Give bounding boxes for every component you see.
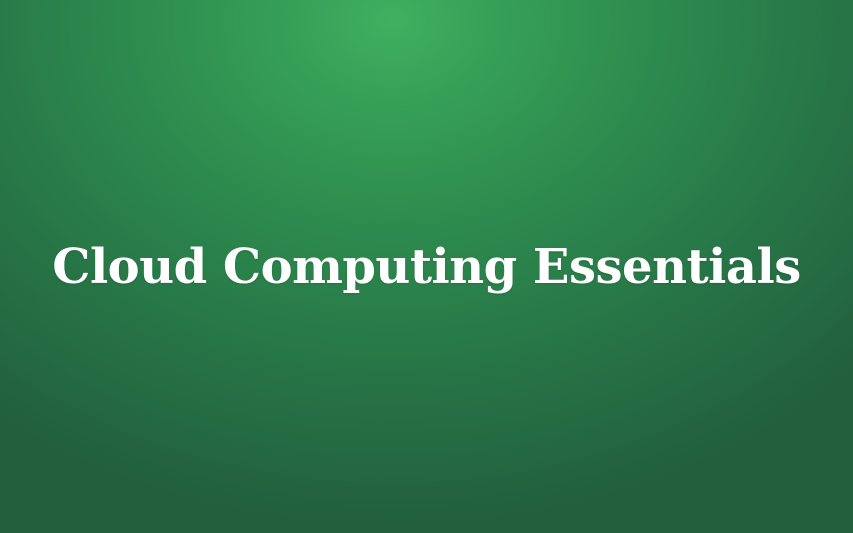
slide-title: Cloud Computing Essentials <box>52 238 801 295</box>
